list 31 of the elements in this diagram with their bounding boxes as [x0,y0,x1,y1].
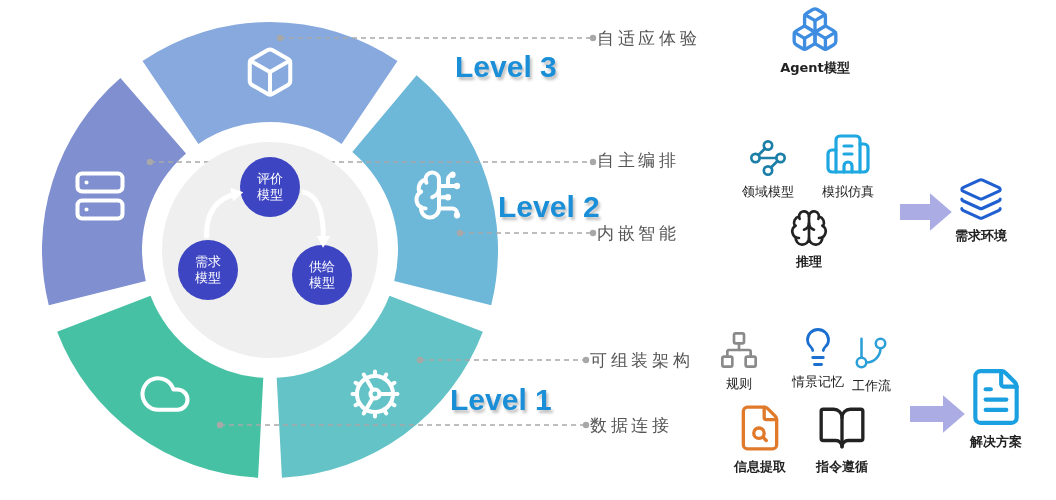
leader-text: 自适应体验 [597,26,701,50]
item-label: 需求环境 [955,227,1007,245]
leader-text: 数据连接 [590,413,673,437]
leader-line [456,229,597,237]
item-label: 模拟仿真 [822,183,874,201]
ring-segment [142,22,398,144]
block-arrow [900,193,952,231]
item-label: 工作流 [851,377,891,395]
curved-arrow [301,189,331,248]
leader-text: 自主编排 [597,148,680,172]
leader-line [276,34,597,42]
block-arrow [910,395,965,433]
item-label: Agent模型 [780,59,850,77]
ring-segment [42,77,186,306]
ring-segment [352,75,498,306]
item-label: 领域模型 [742,183,794,201]
leader-line [416,356,590,364]
leader-text: 可组装架构 [590,348,694,372]
item-label: 指令遵循 [816,458,868,476]
item-label: 规则 [726,375,752,393]
level-label: Level 2 [498,189,600,225]
curved-arrow [204,188,244,239]
leader-text: 内嵌智能 [597,221,680,245]
level-label: Level 3 [455,49,557,85]
level-label: Level 1 [450,382,552,418]
item-label: 解决方案 [970,433,1022,451]
item-label: 信息提取 [734,458,786,476]
item-label: 推理 [796,253,822,271]
item-label: 情景记忆 [792,373,844,391]
ring-segment [57,295,264,478]
leader-line [216,421,590,429]
